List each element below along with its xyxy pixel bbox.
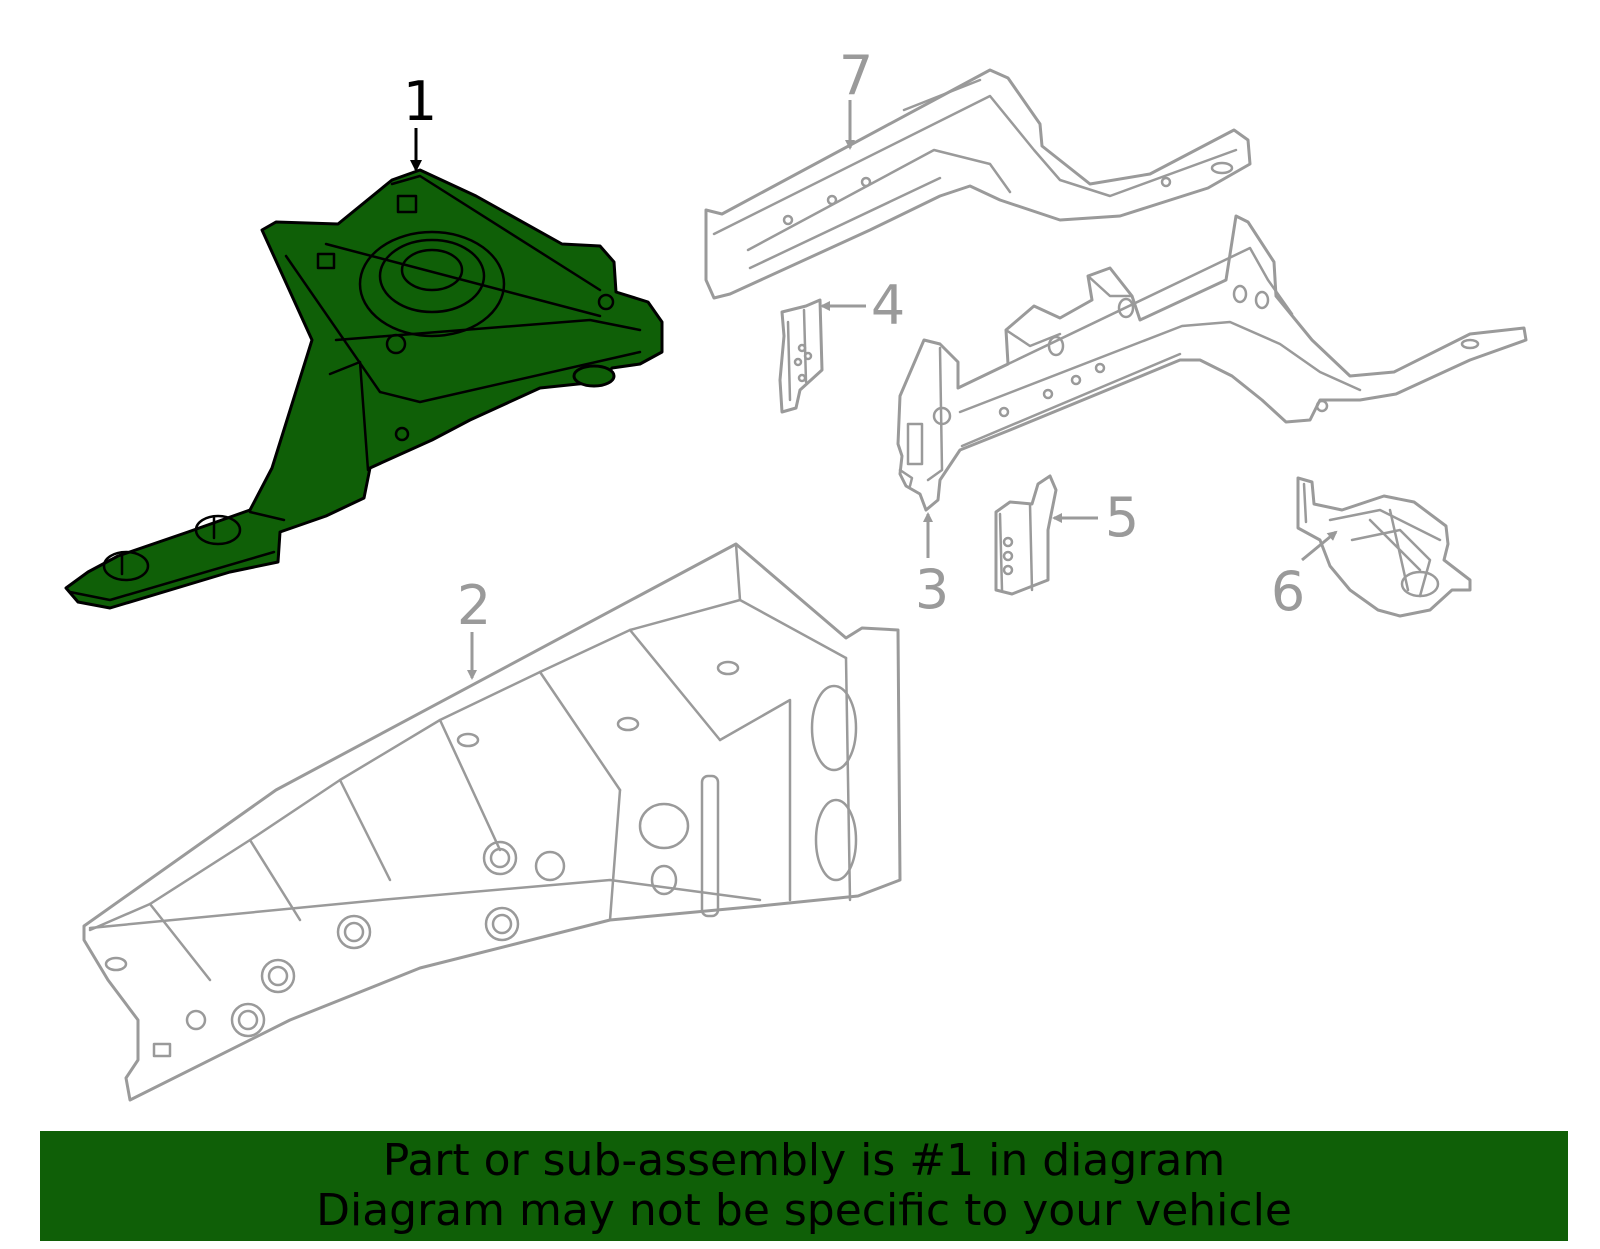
info-banner: Part or sub-assembly is #1 in diagram Di…: [40, 1131, 1568, 1241]
part-2-side-member[interactable]: [82, 542, 902, 1102]
callout-4[interactable]: 4: [871, 274, 905, 337]
callout-1[interactable]: 1: [403, 70, 437, 133]
callout-2[interactable]: 2: [457, 574, 491, 637]
part-6-extension[interactable]: [1296, 476, 1472, 618]
part-4-bracket[interactable]: [778, 298, 824, 414]
part-3-lower-rail[interactable]: [896, 214, 1528, 512]
callout-7[interactable]: 7: [839, 44, 873, 107]
leader-arrows: [410, 100, 1338, 680]
callout-5[interactable]: 5: [1105, 486, 1139, 549]
callout-6[interactable]: 6: [1271, 560, 1305, 623]
banner-line-1: Part or sub-assembly is #1 in diagram: [382, 1135, 1226, 1186]
part-7-upper-rail[interactable]: [704, 68, 1252, 300]
part-1-strut-tower[interactable]: [64, 168, 664, 610]
part-5-bracket[interactable]: [994, 474, 1058, 596]
banner-line-2: Diagram may not be specific to your vehi…: [316, 1185, 1292, 1236]
callout-3[interactable]: 3: [915, 558, 949, 621]
